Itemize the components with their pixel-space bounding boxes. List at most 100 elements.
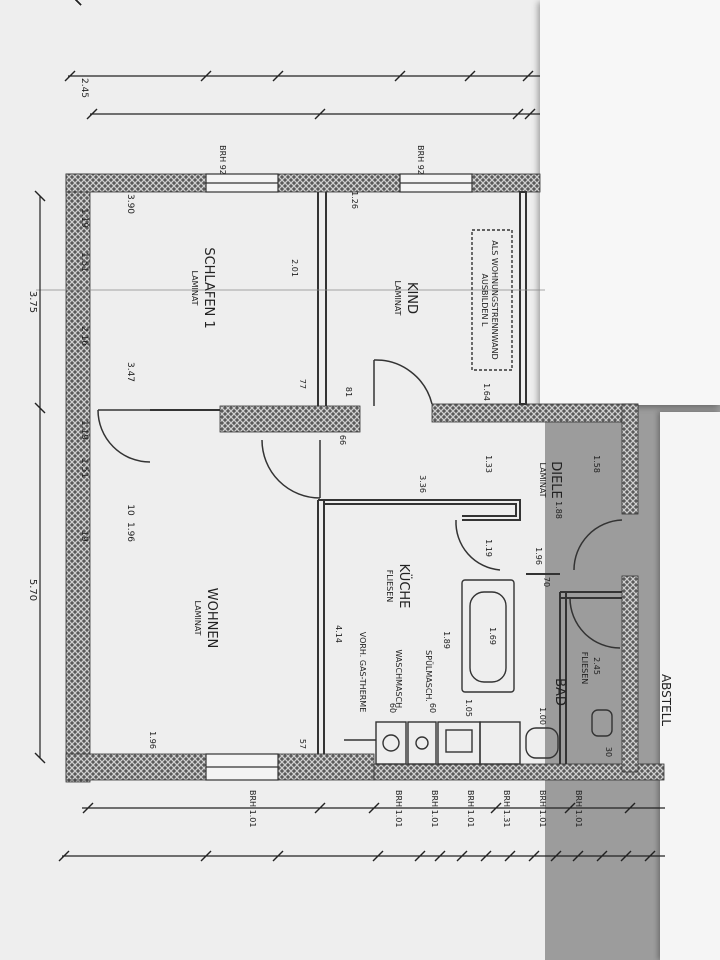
room-floor-bad: FLIESEN (580, 652, 589, 685)
room-dimension-d81: 81 (344, 387, 353, 397)
room-dimension-d57: 57 (298, 739, 307, 749)
dimension-tick (456, 850, 468, 862)
dimension-tick (314, 108, 326, 120)
dimension-tick (200, 70, 212, 82)
room-dimension-kind_w: 1.26 (350, 191, 359, 209)
window-label-bottom: BRH 1.01 (466, 790, 475, 827)
dim-top-row1: 19 (79, 530, 89, 542)
note-washer: WASCHMASCH. (394, 649, 403, 710)
window-label-bottom: BRH 1.31 (502, 790, 511, 827)
room-dimension-kuche_414: 4.14 (334, 625, 343, 643)
stove-counter (479, 721, 521, 765)
note-separation-wall: ALS WOHNUNGSTRENNWAND (490, 240, 499, 359)
dimension-tick (524, 108, 536, 120)
dimension-tick (394, 70, 406, 82)
room-dimension-kind_h: 1.64 (482, 383, 491, 401)
room-dimension-d189: 1.89 (442, 631, 451, 649)
window-label-bottom: BRH 1.01 (248, 790, 257, 827)
dimension-tick (34, 752, 46, 764)
dimension-tick (58, 850, 70, 862)
toilet (591, 709, 613, 737)
room-floor-diele: LAMINAT (538, 462, 547, 497)
room-dimension-diele_158: 1.58 (592, 455, 601, 473)
dim-top-row1: 1.51 (79, 458, 89, 478)
room-dimension-d196: 1.96 (534, 547, 543, 565)
note-dishwasher: SPÜLMASCH. (424, 650, 434, 702)
kitchen-sink-bowl (445, 729, 473, 753)
dimension-tick (82, 802, 94, 814)
dim-top-row2: 10 (125, 504, 135, 516)
room-dimension-d105: 1.05 (464, 699, 473, 717)
door-wohnen-diele (261, 439, 321, 499)
dimension-tick (272, 70, 284, 82)
dimension-tick (504, 850, 516, 862)
dimension-tick (620, 850, 632, 862)
room-floor-wohnen: LAMINAT (193, 600, 202, 635)
separation-wall-note-box (471, 229, 513, 371)
overlapping-paper-sheet (540, 0, 720, 405)
room-dimension-diele_133: 1.33 (484, 455, 493, 473)
dishwasher (407, 721, 437, 765)
wall-diele-east (621, 403, 639, 515)
dimension-tick (414, 850, 426, 862)
dimension-tick (596, 850, 608, 862)
room-name-kind: KIND (404, 282, 419, 314)
plan-labels: SCHLAFEN 1 LAMINAT KIND LAMINAT WOHNEN L… (190, 145, 673, 726)
washing-machine (375, 721, 407, 765)
room-name-schlafen: SCHLAFEN 1 (201, 247, 216, 328)
bad-sink (525, 727, 559, 759)
dimension-tick (464, 70, 476, 82)
door-schlafen-wohnen (97, 409, 151, 463)
washing-machine-drum (382, 734, 400, 752)
room-dimension-d60b: 60 (428, 703, 437, 713)
dim-top-row1: 2.16 (79, 326, 89, 346)
room-dimension-wohnen_196: 1.96 (148, 731, 157, 749)
doors (97, 359, 623, 649)
room-floor-kind: LAMINAT (393, 280, 402, 315)
room-dimension-diele_336: 3.36 (418, 475, 427, 493)
room-name-wohnen: WOHNEN (204, 588, 219, 649)
dimension-lines (39, 75, 665, 857)
room-dimension-d169: 1.69 (488, 627, 497, 645)
room-dimension-d66: 66 (338, 435, 347, 445)
door-kind-diele (373, 359, 433, 406)
door-bad (569, 597, 621, 649)
dimension-tick (86, 108, 98, 120)
note-separation-wall-2: AUSBILDEN L (480, 274, 489, 327)
dimension-labels: 2.451.191.512.161.191.51193.903.47101.96… (27, 78, 613, 827)
room-name-kueche: KÜCHE (396, 564, 413, 609)
dimension-ticks (34, 0, 656, 862)
door-kueche-diele (455, 519, 501, 571)
wall-kind-diele (431, 403, 639, 423)
dim-top-row2: 1.96 (125, 522, 135, 542)
dim-top-row1: 2.45 (79, 78, 89, 98)
room-name-bad: BAD (552, 678, 567, 706)
room-dimension-diele_188: 1.88 (554, 501, 563, 519)
kitchen-sink-counter (437, 721, 481, 765)
dim-top-row1: 1.19 (79, 208, 89, 228)
dishwasher-symbol (415, 736, 429, 750)
dimension-tick (564, 802, 576, 814)
fixtures (344, 229, 613, 765)
wall-west (65, 173, 91, 783)
note-gas-therme: VORH. GAS-THERME (358, 632, 367, 713)
room-dimension-schlafen_w: 2.01 (290, 259, 299, 277)
wall-schlafen-wohnen (219, 405, 361, 433)
walls (65, 173, 665, 783)
dimension-tick (644, 850, 656, 862)
windows (205, 173, 473, 781)
wall-south-1 (65, 753, 207, 781)
room-dimension-d100: 1.00 (538, 707, 547, 725)
room-floor-schlafen: LAMINAT (190, 270, 199, 305)
window-label-bottom: BRH 1.01 (394, 790, 403, 827)
dimension-tick (34, 190, 46, 202)
room-name-abstell: ABSTELL (659, 674, 673, 726)
dimension-tick (75, 0, 82, 6)
dimension-tick (480, 850, 492, 862)
dim-left-570: 5.70 (27, 579, 38, 601)
bathtub-inner (469, 591, 507, 683)
dim-top-row2: 3.47 (125, 362, 135, 382)
window-label-schlafen: BRH 92 (218, 145, 227, 175)
dimension-tick (368, 802, 380, 814)
